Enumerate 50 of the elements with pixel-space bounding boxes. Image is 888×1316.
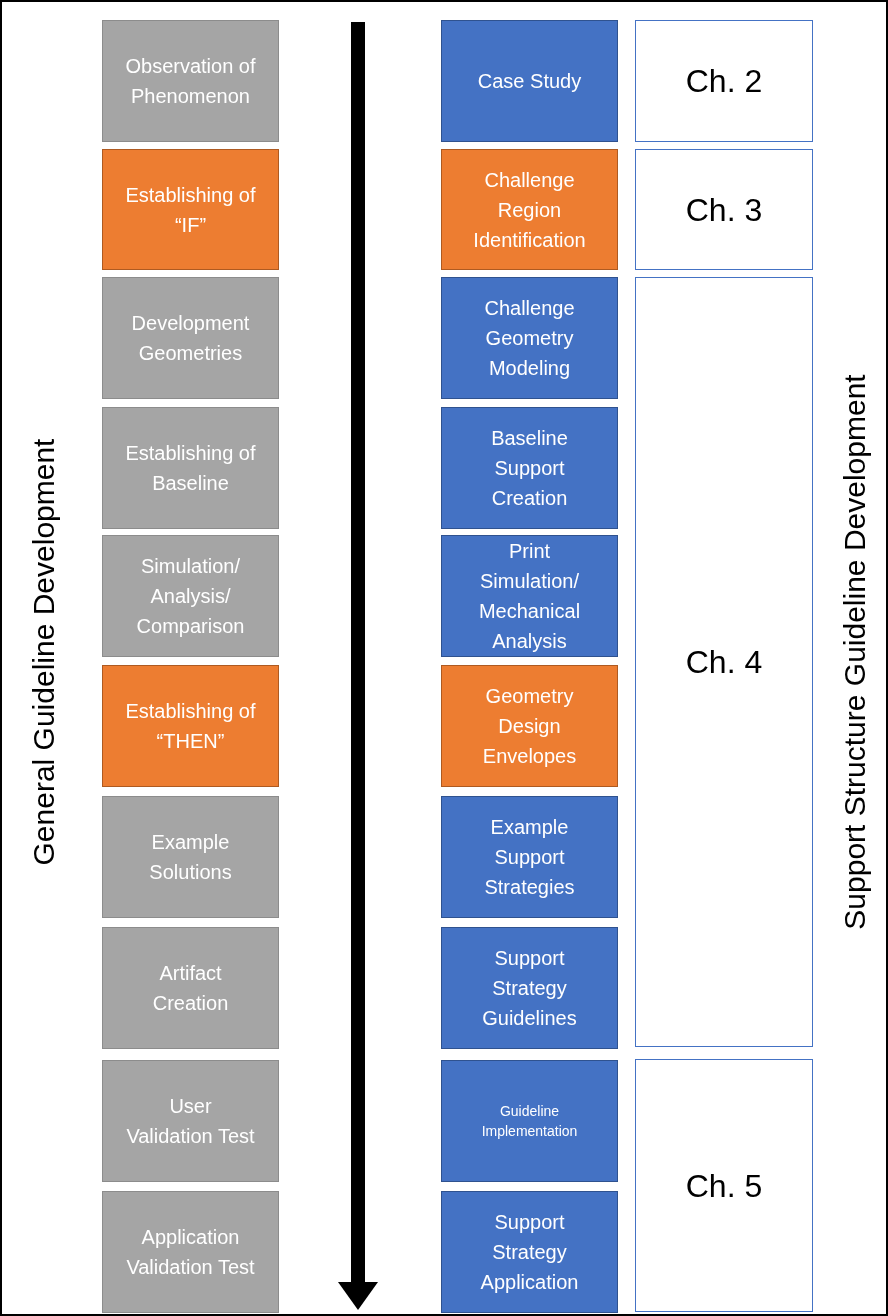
step-label: Challenge Geometry Modeling <box>483 296 576 381</box>
step-box <box>102 149 279 270</box>
vertical-heading: General Guideline Development <box>26 438 61 866</box>
step-label: Establishing of Baseline <box>125 441 256 496</box>
step-label: Simulation/ Analysis/ Comparison <box>135 554 246 639</box>
step-label: Development Geometries <box>130 311 251 366</box>
step-label: Case Study <box>477 69 582 94</box>
step-box <box>441 665 618 787</box>
step-label: Baseline Support Creation <box>490 426 569 511</box>
step-box <box>441 407 618 529</box>
step-label: Example Support Strategies <box>483 815 576 900</box>
chapter-box <box>635 149 813 270</box>
step-box <box>102 407 279 529</box>
step-label: Print Simulation/ Mechanical Analysis <box>477 539 582 654</box>
step-box <box>102 535 279 657</box>
step-label: Establishing of “IF” <box>125 182 256 238</box>
step-label: Observation of Phenomenon <box>125 54 256 109</box>
step-label: Ch. 3 <box>685 190 763 230</box>
step-box <box>102 20 279 142</box>
step-box <box>441 149 618 270</box>
step-box <box>102 277 279 399</box>
step-label: Ch. 4 <box>685 643 763 682</box>
step-box <box>102 796 279 918</box>
step-box <box>441 535 618 657</box>
step-box <box>441 1060 618 1182</box>
step-label: Artifact Creation <box>151 961 230 1016</box>
step-label: Application Validation Test <box>125 1225 256 1280</box>
step-box <box>441 277 618 399</box>
step-label: Establishing of “THEN” <box>125 699 256 754</box>
step-label: Ch. 5 <box>685 1166 763 1206</box>
step-label: User Validation Test <box>125 1094 256 1149</box>
step-box <box>441 1191 618 1313</box>
step-label: Challenge Region Identification <box>472 167 587 253</box>
step-box <box>441 796 618 918</box>
step-box <box>441 20 618 142</box>
step-box <box>102 1060 279 1182</box>
step-label: Support Strategy Application <box>479 1210 580 1295</box>
step-box <box>102 1191 279 1313</box>
step-label: Ch. 2 <box>685 62 763 101</box>
chapter-box <box>635 20 813 142</box>
step-label: Geometry Design Envelopes <box>481 684 578 769</box>
step-box <box>102 665 279 787</box>
step-label: Support Strategy Guidelines <box>481 946 578 1031</box>
step-label: Example Solutions <box>148 830 233 885</box>
step-box <box>102 927 279 1049</box>
vertical-heading: Support Structure Guideline Development <box>837 374 872 930</box>
chapter-box <box>635 1059 813 1312</box>
step-label: Guideline Implementation <box>480 1102 579 1141</box>
chapter-box <box>635 277 813 1047</box>
step-box <box>441 927 618 1049</box>
